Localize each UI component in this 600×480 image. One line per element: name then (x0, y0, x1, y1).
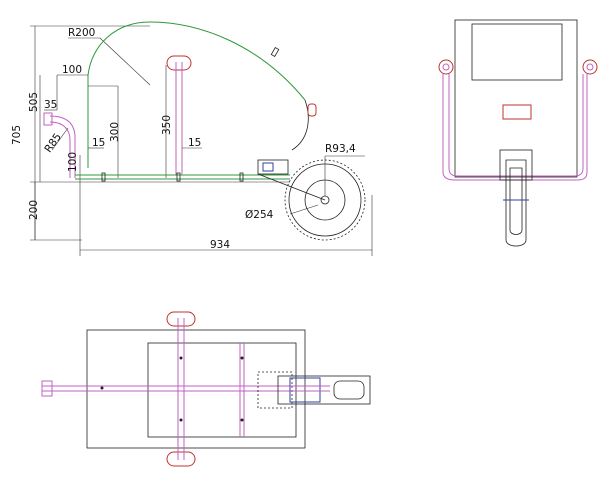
roof-curve (87, 21, 306, 101)
front-light (307, 103, 317, 117)
rear-handle-inner (49, 121, 71, 178)
dim-r934-label: R93,4 (325, 143, 356, 155)
dim-wheel-dia-label: Ø254 (245, 209, 274, 221)
chassis-bolt-2 (176, 172, 181, 182)
top-bolt-5 (100, 386, 104, 390)
chassis-bolt-1 (101, 172, 106, 182)
top-hitch (277, 375, 371, 405)
dim-100-top-label: 100 (62, 64, 82, 76)
dim-200-label: 200 (28, 200, 40, 220)
front-handle-left (438, 59, 454, 75)
top-hitch-plate (289, 377, 321, 403)
top-bolt-2 (179, 418, 183, 422)
axle-bracket-bolt (262, 162, 274, 172)
roof-vent (270, 46, 280, 58)
axle-bracket (257, 159, 289, 175)
top-front-wheel (333, 380, 365, 400)
rear-handle-outer (49, 115, 76, 178)
top-handle-bottom (166, 451, 196, 467)
top-hitch-dashed (257, 371, 293, 409)
front-frame-outer (442, 74, 588, 181)
dim-934-label: 934 (210, 239, 230, 251)
front-handle-right (582, 59, 598, 75)
top-body (86, 329, 306, 449)
dim-r85-label: R85 (42, 131, 64, 155)
top-view (41, 311, 371, 467)
front-lamp (502, 104, 532, 120)
front-frame-inner (448, 74, 584, 177)
front-wheel-inner (509, 167, 523, 235)
chassis-bolt-3 (239, 172, 244, 182)
dim-15-right-label: 15 (188, 137, 201, 149)
front-view (438, 19, 598, 247)
side-handle-knob (166, 55, 192, 71)
dim-15-left-label: 15 (92, 137, 105, 149)
front-window (471, 23, 563, 81)
dim-350-label: 350 (161, 115, 173, 135)
top-handle-top (166, 311, 196, 327)
top-window (147, 342, 297, 438)
rear-handle-grip (43, 112, 53, 126)
body-front (291, 99, 309, 151)
leader-r200-b (99, 37, 151, 86)
front-wheel (505, 159, 527, 247)
dim-100-low-label: 100 (67, 152, 79, 172)
front-body (454, 19, 578, 178)
side-view: 705 505 200 934 R200 100 35 R85 (11, 21, 373, 256)
top-rear-grip (41, 380, 53, 397)
dim-35-label: 35 (44, 99, 57, 111)
front-hitch-box (499, 149, 533, 181)
top-bolt-3 (240, 356, 244, 360)
dim-300-label: 300 (109, 122, 121, 142)
top-bolt-1 (179, 356, 183, 360)
top-bolt-4 (240, 418, 244, 422)
dim-705-label: 705 (11, 125, 23, 145)
front-handle-right-hub (586, 63, 594, 71)
dim-r200-label: R200 (68, 27, 95, 39)
dim-505-label: 505 (28, 92, 40, 112)
leader-wheel-dia (289, 204, 319, 215)
leader-r85 (51, 127, 69, 151)
front-handle-left-hub (442, 63, 450, 71)
